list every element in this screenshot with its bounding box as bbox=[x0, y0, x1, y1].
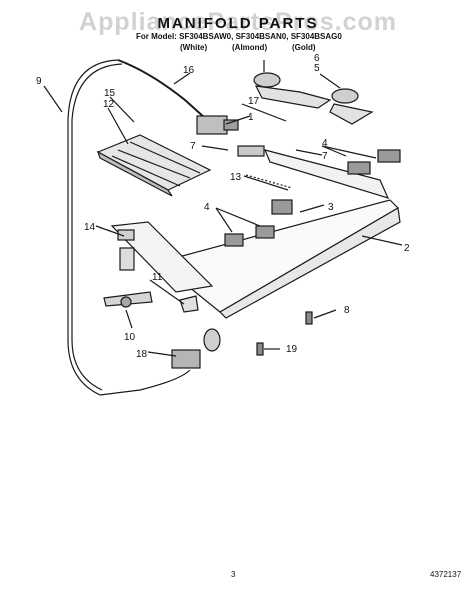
callout-11: 11 bbox=[152, 272, 163, 283]
callout-12: 14 bbox=[84, 222, 96, 233]
callout-9: 9 bbox=[36, 76, 42, 87]
callout-14: 12 bbox=[103, 99, 115, 110]
callout-10: 10 bbox=[124, 332, 136, 343]
gas-tube bbox=[67, 59, 191, 396]
callout-19: 19 bbox=[286, 344, 298, 355]
callout-7-left: 7 bbox=[190, 141, 196, 152]
variant-gold: (Gold) bbox=[292, 43, 316, 52]
callout-4-right: 4 bbox=[322, 138, 328, 149]
page-title: MANIFOLD PARTS bbox=[157, 15, 319, 32]
callout-5: 5 bbox=[314, 63, 320, 74]
callout-4-left: 4 bbox=[204, 202, 210, 213]
callout-1: 1 bbox=[248, 112, 254, 123]
watermark: AppliancePartsPros.com bbox=[79, 8, 397, 36]
burner-6 bbox=[253, 72, 281, 88]
variant-almond: (Almond) bbox=[232, 43, 268, 52]
callout-7-right: 7 bbox=[322, 151, 328, 162]
callout-2: 2 bbox=[404, 243, 410, 254]
callout-6: 6 bbox=[314, 53, 320, 64]
bracket-12 bbox=[110, 221, 214, 293]
callout-17: 18 bbox=[136, 349, 148, 360]
model-list: For Model: SF304BSAW0, SF304BSAN0, SF304… bbox=[136, 32, 342, 41]
callout-18: 17 bbox=[248, 96, 260, 107]
callout-15: 15 bbox=[104, 88, 116, 99]
callout-13: 13 bbox=[230, 172, 242, 183]
callout-8: 8 bbox=[344, 305, 350, 316]
variant-white: (White) bbox=[180, 43, 208, 52]
callout-16: 16 bbox=[183, 65, 195, 76]
callout-3: 3 bbox=[328, 202, 334, 213]
manifold-pipe bbox=[158, 199, 399, 313]
document-code: 4372137 bbox=[430, 570, 462, 579]
burner-5 bbox=[331, 88, 359, 104]
tube-16 bbox=[117, 59, 206, 119]
page-number: 3 bbox=[231, 570, 236, 579]
